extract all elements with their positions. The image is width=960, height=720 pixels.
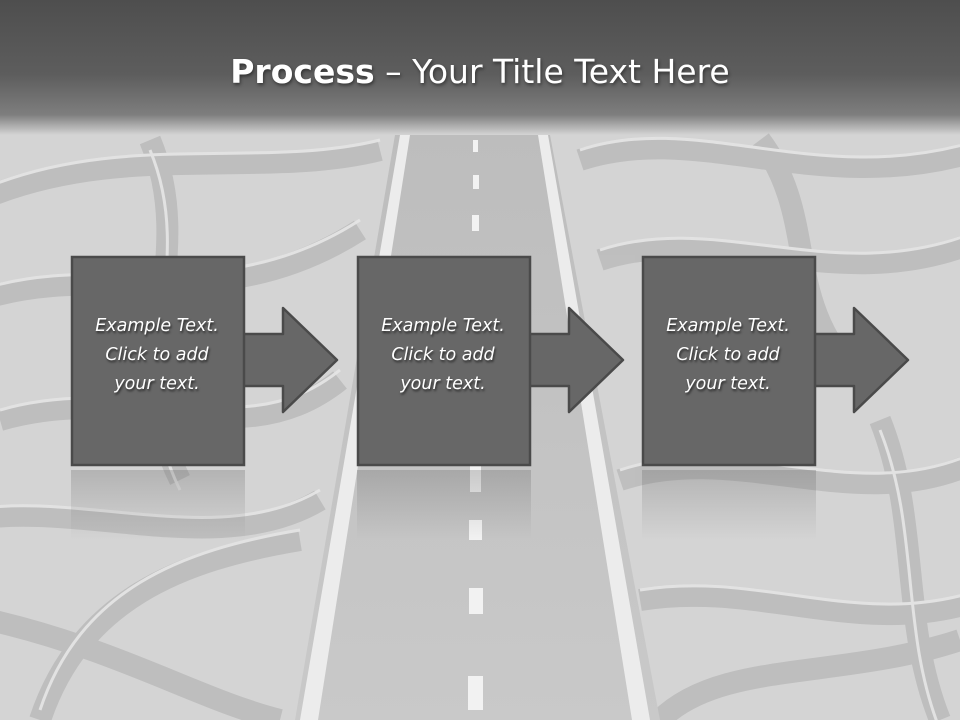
step-text-line: Example Text. (666, 316, 790, 336)
step-text-line: Example Text. (95, 316, 219, 336)
step-text-line: Click to add (391, 345, 495, 365)
step-text: Example Text. Click to add your text. (642, 312, 814, 399)
process-step-1[interactable]: Example Text. Click to add your text. (70, 255, 371, 468)
step-reflection (642, 470, 816, 540)
title-rest: – Your Title Text Here (374, 52, 730, 91)
step-reflection (357, 470, 531, 540)
right-arrow-icon (641, 255, 910, 467)
step-text-line: your text. (114, 374, 200, 394)
step-text: Example Text. Click to add your text. (71, 312, 243, 399)
step-text-line: Example Text. (381, 316, 505, 336)
title-bold: Process (230, 52, 375, 91)
slide-title[interactable]: Process – Your Title Text Here (0, 52, 960, 91)
title-bar: Process – Your Title Text Here (0, 0, 960, 135)
process-step-2[interactable]: Example Text. Click to add your text. (356, 255, 657, 468)
step-text-line: Click to add (676, 345, 780, 365)
step-text-line: Click to add (105, 345, 209, 365)
right-arrow-icon (70, 255, 339, 467)
step-text-line: your text. (685, 374, 771, 394)
step-text-line: your text. (400, 374, 486, 394)
right-arrow-icon (356, 255, 625, 467)
process-step-3[interactable]: Example Text. Click to add your text. (641, 255, 942, 468)
step-text: Example Text. Click to add your text. (357, 312, 529, 399)
step-reflection (71, 470, 245, 540)
